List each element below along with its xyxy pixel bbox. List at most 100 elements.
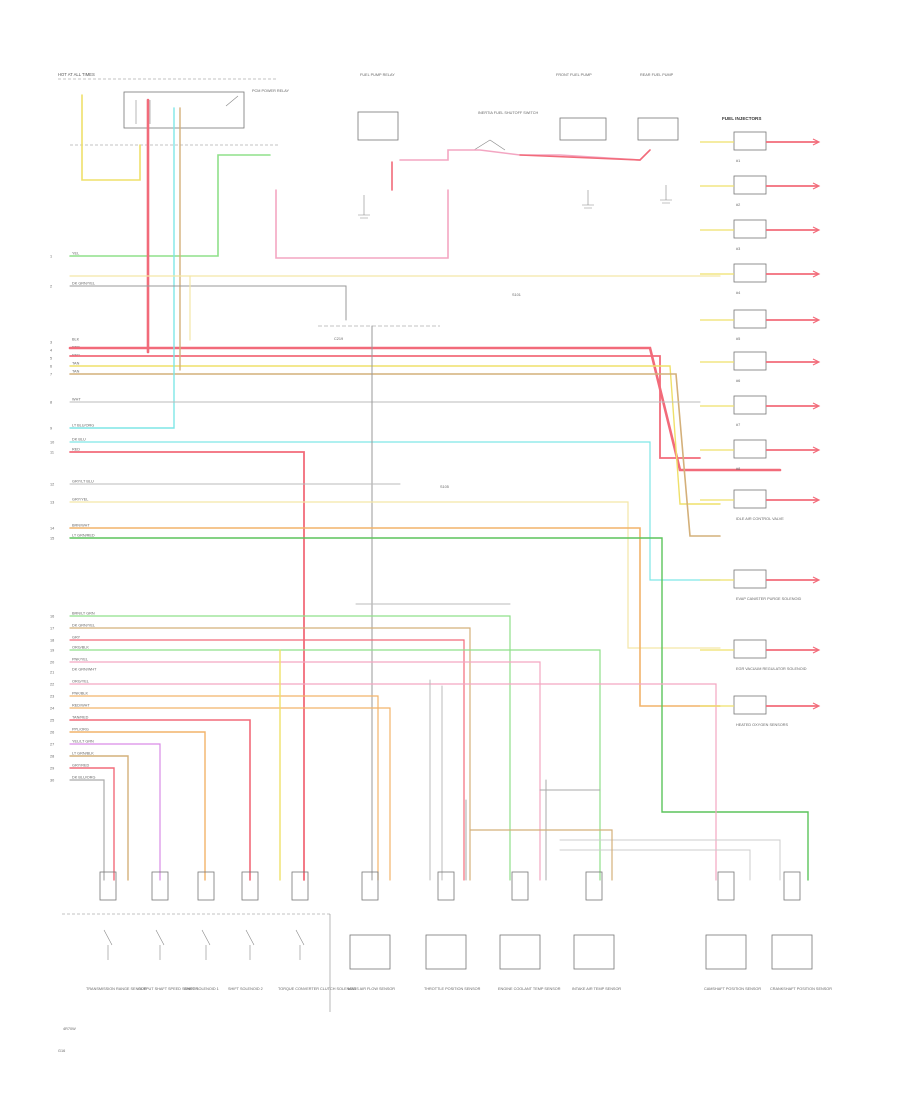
pin-number: 21 [50,671,54,675]
component-label: MASS AIR FLOW SENSOR [348,987,395,991]
wire-runs [68,94,809,881]
pin-number: 12 [50,483,54,487]
component-body [733,639,767,659]
pin-number: 2 [50,285,52,289]
pin-number: 3 [50,341,52,345]
switch-label: INERTIA FUEL SHUTOFF SWITCH [478,111,539,115]
wire-color-label: BRN/WHT [72,524,90,528]
component-body [733,219,767,239]
component-label: CRANKSHAFT POSITION SENSOR [770,987,832,991]
component-label: EGR VACUUM REGULATOR SOLENOID [736,667,807,671]
component-body [733,309,767,329]
relay-label: FUEL PUMP RELAY [360,73,395,77]
connector-terminal [197,871,215,901]
rear-fuel-pump: REAR FUEL PUMP [637,73,679,141]
arrow-icon [812,646,821,654]
component-label: IDLE AIR CONTROL VALVE [736,517,784,521]
sensor-body [425,934,467,970]
pin-number: 6 [50,365,52,369]
connector-terminal [511,871,529,901]
pcm-power-relay: PCM POWER RELAY [123,89,290,129]
bottom-component: MASS AIR FLOW SENSOR [348,871,395,991]
component-label: EVAP CANISTER PURGE SOLENOID [736,597,802,601]
sensor-body [499,934,541,970]
component-body [733,131,767,151]
sensor-body [705,934,747,970]
arrow-icon [812,226,821,234]
component-body [733,489,767,509]
component-label: #5 [736,337,740,341]
wire-color-label: RED/WHT [72,704,90,708]
pump-label: FRONT FUEL PUMP [556,73,592,77]
arrow-icon [812,496,821,504]
arrow-icon [812,358,821,366]
component-body [733,695,767,715]
wire-color-label: DK BLU/ORG [72,776,95,780]
wire-color-label: TAN/RED [72,716,89,720]
component-label: HEATED OXYGEN SENSORS [736,723,789,727]
ground-symbols-top [358,185,672,219]
pin-number: 8 [50,401,52,405]
component-body [733,351,767,371]
bottom-component: TRANSMISSION RANGE SENSOR [86,871,147,991]
wire-color-label: GRY [72,636,81,640]
pin-number: 4 [50,349,52,353]
central-connector: C219 S101 S105 [318,293,521,489]
wire-color-label: LT BLU/ORG [72,424,94,428]
component-label: SHIFT SOLENOID 1 [184,987,219,991]
bottom-component: SHIFT SOLENOID 1 [184,871,219,991]
pin-number: 20 [50,661,54,665]
component-label: #3 [736,247,740,251]
wire-color-label: PNK/BLK [72,692,89,696]
connector-label: C219 [334,337,343,341]
footer-note: 4R70W [63,1027,76,1031]
pin-number: 28 [50,755,54,759]
pin-number: 7 [50,373,52,377]
wire-color-label: YEL/LT GRN [72,740,94,744]
wire-color-label: DK GRN/YEL [72,282,95,286]
pin-number: 17 [50,627,54,631]
component-label: #8 [736,467,740,471]
wire-color-label: PNK/YEL [72,658,88,662]
pin-number: 14 [50,527,54,531]
component-label: TRANSMISSION RANGE SENSOR [86,987,147,991]
pin-number: 25 [50,719,54,723]
sensor-body [349,934,391,970]
wire-color-label: DK GRN/WHT [72,668,97,672]
connector-terminal [717,871,735,901]
wire-color-label: YEL [72,252,79,256]
bottom-component: ENGINE COOLANT TEMP SENSOR [498,871,561,991]
component-label: INTAKE AIR TEMP SENSOR [572,987,621,991]
right-component: #2 [700,175,821,207]
right-component: FUEL INJECTORS [722,116,761,121]
pin-number: 27 [50,743,54,747]
connector-terminal [585,871,603,901]
wire-color-label: BRN/LT GRN [72,612,95,616]
bottom-component: TORQUE CONVERTER CLUTCH SOLENOID [278,871,356,991]
splice-label: S101 [512,293,521,297]
wire-color-label: TAN [72,362,80,366]
component-label: SHIFT SOLENOID 2 [228,987,263,991]
connector-terminal [783,871,801,901]
bottom-component: CAMSHAFT POSITION SENSOR [704,871,761,991]
right-component: #5 [700,309,821,341]
right-component: #7 [700,395,821,427]
source-label: HOT AT ALL TIMES [58,72,95,77]
pin-number: 30 [50,779,54,783]
component-label: #7 [736,423,740,427]
wire-color-label: GRY/YEL [72,498,88,502]
sensor-body [573,934,615,970]
pin-number: 29 [50,767,54,771]
inertia-switch: INERTIA FUEL SHUTOFF SWITCH [473,111,539,151]
arrow-icon [812,182,821,190]
splice-label: S105 [440,485,449,489]
pin-number: 23 [50,695,54,699]
right-component: #6 [700,351,821,383]
pin-number: 9 [50,427,52,431]
wire-color-label: TAN [72,370,80,374]
pin-number: 26 [50,731,54,735]
connector-terminal [99,871,117,901]
